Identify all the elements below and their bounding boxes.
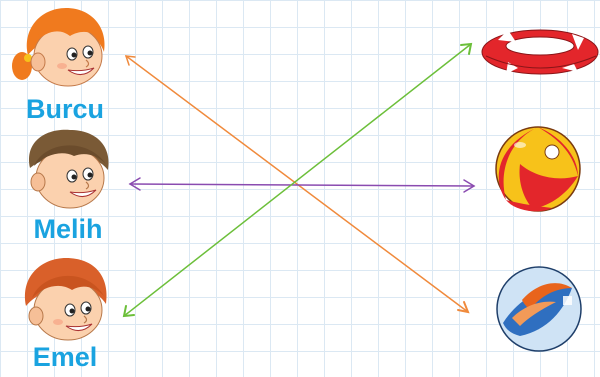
girl-face-icon xyxy=(12,8,105,87)
match-arrows xyxy=(122,42,476,318)
girl-face-icon xyxy=(25,258,107,341)
child-name-emel: Emel xyxy=(33,342,98,372)
child-melih: Melih xyxy=(29,129,109,244)
child-burcu: Burcu xyxy=(12,8,105,124)
marble-icon xyxy=(496,266,582,352)
arrow-melih-ball xyxy=(128,177,476,193)
life-ring-icon xyxy=(481,29,599,75)
child-name-melih: Melih xyxy=(33,214,102,244)
child-name-burcu: Burcu xyxy=(26,94,104,124)
child-emel: Emel xyxy=(25,258,107,372)
arrow-emel-ring xyxy=(122,42,473,318)
boy-face-icon xyxy=(29,129,109,209)
arrow-burcu-marble xyxy=(124,55,470,314)
beach-ball-icon xyxy=(495,126,581,212)
